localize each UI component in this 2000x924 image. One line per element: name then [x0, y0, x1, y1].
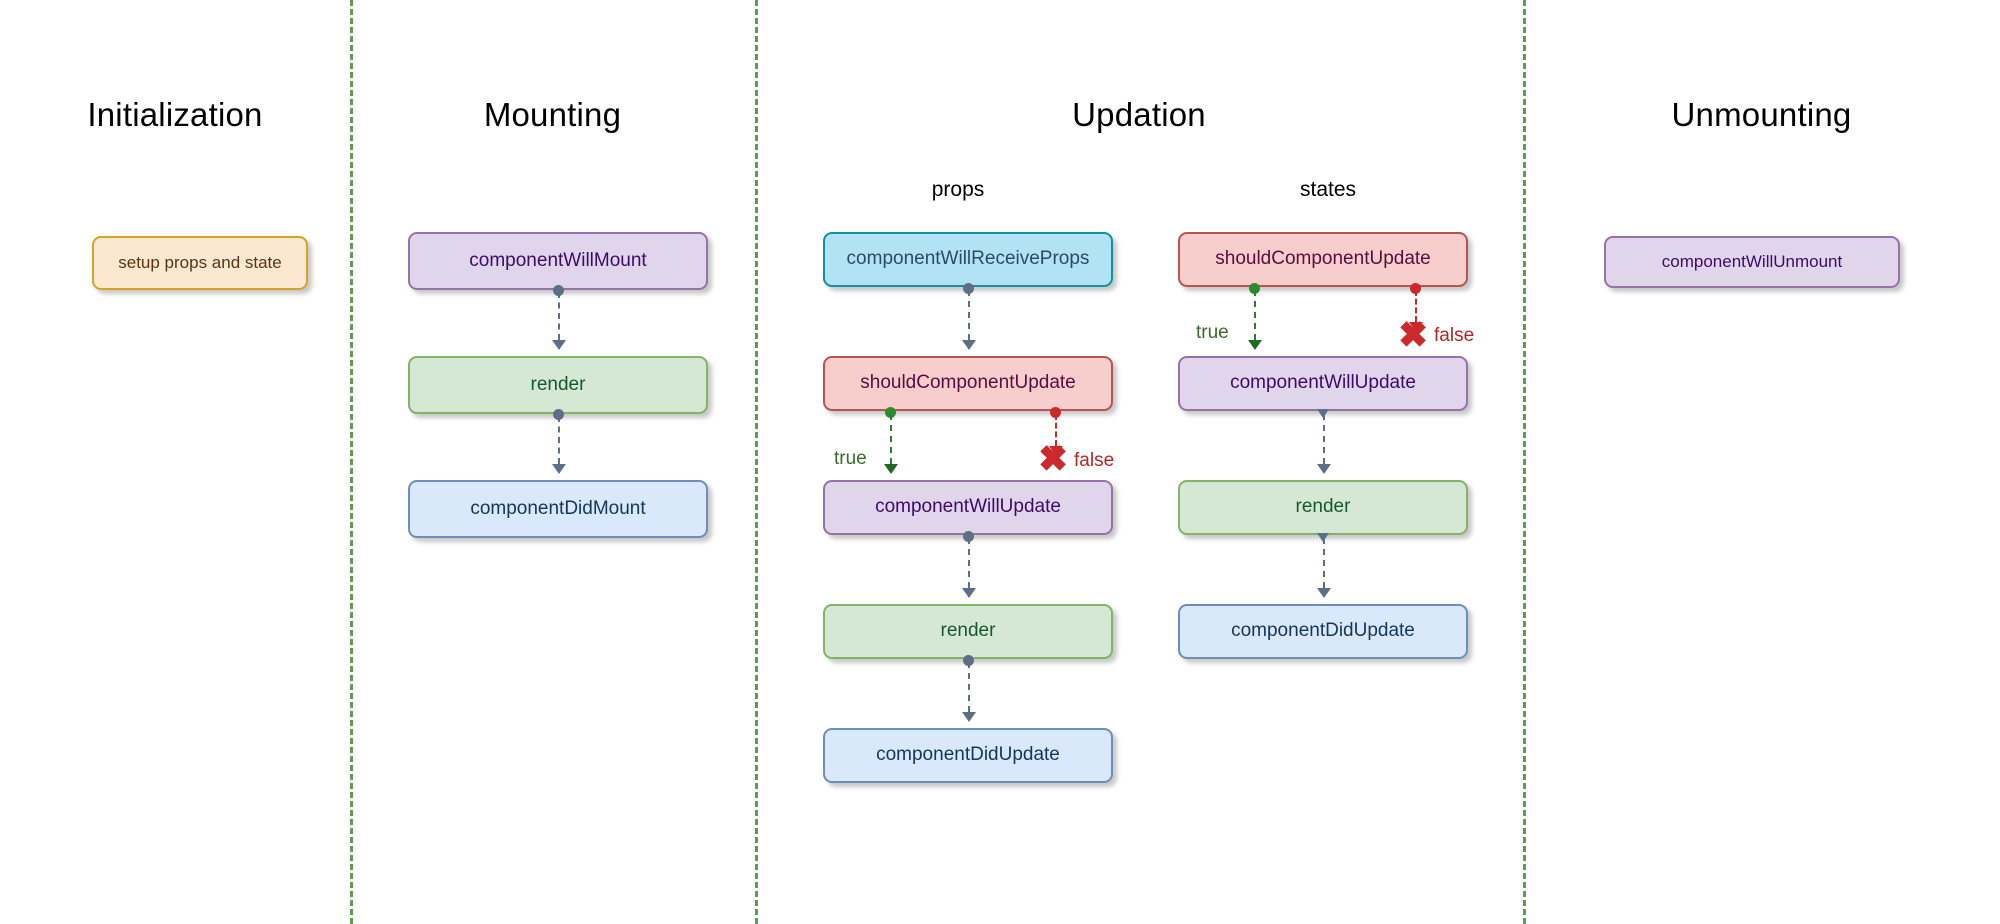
node-component-did-mount[interactable]: componentDidMount	[408, 480, 708, 538]
edge-dash-line	[968, 538, 970, 588]
edge-source-dot	[963, 655, 974, 666]
edge-source-dot	[963, 531, 974, 542]
edge-dash-line	[968, 662, 970, 712]
edge-dash-line-true	[1254, 290, 1256, 340]
node-component-will-unmount[interactable]: componentWillUnmount	[1604, 236, 1900, 288]
subheader-states: states	[1299, 178, 1357, 201]
edge-source-dot-true	[885, 407, 896, 418]
edge-label-true-states: true	[1196, 322, 1229, 343]
edge-source-triangle	[1317, 533, 1329, 542]
edge-arrowhead	[962, 340, 976, 350]
node-component-will-mount[interactable]: componentWillMount	[408, 232, 708, 290]
node-should-component-update-props[interactable]: shouldComponentUpdate	[823, 356, 1113, 411]
edge-arrowhead-false	[1409, 322, 1423, 332]
node-component-will-update-props[interactable]: componentWillUpdate	[823, 480, 1113, 535]
edge-source-dot-false	[1050, 407, 1061, 418]
edge-label-true-props: true	[834, 448, 867, 469]
edge-source-dot	[553, 409, 564, 420]
node-setup-props-and-state[interactable]: setup props and state	[92, 236, 308, 290]
edge-dash-line	[558, 416, 560, 464]
column-divider-mounting-updation	[755, 0, 758, 924]
edge-source-dot	[553, 285, 564, 296]
phase-title-mounting: Mounting	[483, 96, 622, 133]
stop-x-icon-props: ✖	[1038, 438, 1069, 479]
node-component-did-update-states[interactable]: componentDidUpdate	[1178, 604, 1468, 659]
edge-arrowhead	[962, 712, 976, 722]
phase-title-initialization: Initialization	[87, 96, 263, 133]
node-render-props[interactable]: render	[823, 604, 1113, 659]
edge-arrowhead-true	[1248, 340, 1262, 350]
edge-arrowhead	[1317, 588, 1331, 598]
edge-dash-line-false	[1415, 290, 1417, 322]
edge-dash-line	[968, 290, 970, 340]
edge-dash-line	[1323, 414, 1325, 464]
phase-title-unmounting: Unmounting	[1671, 96, 1852, 133]
edge-dash-line-true	[890, 414, 892, 464]
edge-source-dot-false	[1410, 283, 1421, 294]
phase-title-updation: Updation	[1072, 96, 1206, 133]
node-should-component-update-states[interactable]: shouldComponentUpdate	[1178, 232, 1468, 287]
edge-source-dot-true	[1249, 283, 1260, 294]
edge-dash-line	[1323, 538, 1325, 588]
edge-arrowhead-true	[884, 464, 898, 474]
column-divider-updation-unmounting	[1523, 0, 1526, 924]
edge-dash-line-false	[1055, 414, 1057, 446]
edge-arrowhead	[962, 588, 976, 598]
node-render-states[interactable]: render	[1178, 480, 1468, 535]
edge-arrowhead	[1317, 464, 1331, 474]
subheader-props: props	[931, 178, 985, 201]
node-component-will-receive-props[interactable]: componentWillReceiveProps	[823, 232, 1113, 287]
node-render-mounting[interactable]: render	[408, 356, 708, 414]
stop-x-icon-states: ✖	[1398, 314, 1429, 355]
edge-arrowhead-false	[1049, 446, 1063, 456]
edge-arrowhead	[552, 340, 566, 350]
edge-label-false-props: false	[1074, 450, 1115, 471]
column-divider-initialization-mounting	[350, 0, 353, 924]
edge-source-triangle	[1317, 409, 1329, 418]
edge-arrowhead	[552, 464, 566, 474]
node-component-will-update-states[interactable]: componentWillUpdate	[1178, 356, 1468, 411]
edge-label-false-states: false	[1434, 325, 1475, 346]
edge-source-dot	[963, 283, 974, 294]
edge-dash-line	[558, 292, 560, 340]
node-component-did-update-props[interactable]: componentDidUpdate	[823, 728, 1113, 783]
